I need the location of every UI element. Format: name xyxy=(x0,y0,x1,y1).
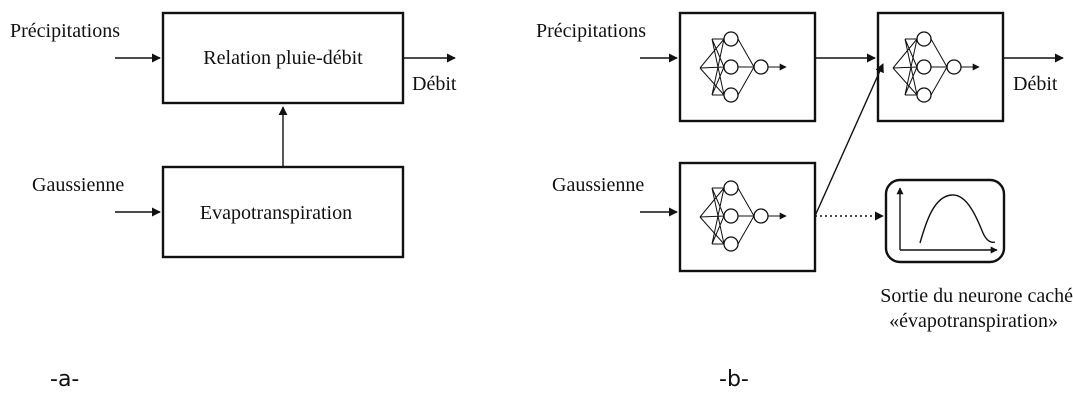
panel-a-caption: -a- xyxy=(50,367,79,392)
hidden-neuron-output-plot xyxy=(884,178,1006,264)
nn2-to-nn3-arrow xyxy=(814,63,884,217)
rainfall-runoff-label: Relation pluie-débit xyxy=(203,47,363,69)
hidden-neuron-caption-line1: Sortie du neurone caché xyxy=(880,285,1073,307)
evapotranspiration-box xyxy=(161,165,405,259)
neural-net-icon-3 xyxy=(893,32,979,102)
panel-a-output-label: Débit xyxy=(412,73,457,95)
panel-b-input-precipitations: Précipitations xyxy=(536,20,646,42)
neural-net-icon-2 xyxy=(700,181,786,251)
panel-b: Précipitations Débit Gaussienne Sortie d… xyxy=(536,11,1073,392)
panel-a-input-precipitations: Précipitations xyxy=(10,20,120,42)
hidden-neuron-caption-line2: «évapotranspiration» xyxy=(889,310,1058,332)
panel-a: Précipitations Relation pluie-débit Débi… xyxy=(10,11,457,392)
evapotranspiration-label: Evapotranspiration xyxy=(200,202,352,224)
neural-net-icon-1 xyxy=(700,32,786,102)
neural-net-box-2 xyxy=(678,161,817,273)
panel-a-input-gaussienne: Gaussienne xyxy=(32,174,124,196)
panel-b-input-gaussienne: Gaussienne xyxy=(552,174,644,196)
evapotranspiration-curve xyxy=(919,194,996,244)
panel-b-output-label: Débit xyxy=(1013,73,1058,95)
panel-b-caption: -b- xyxy=(719,367,749,392)
neural-net-box-1 xyxy=(678,11,817,123)
